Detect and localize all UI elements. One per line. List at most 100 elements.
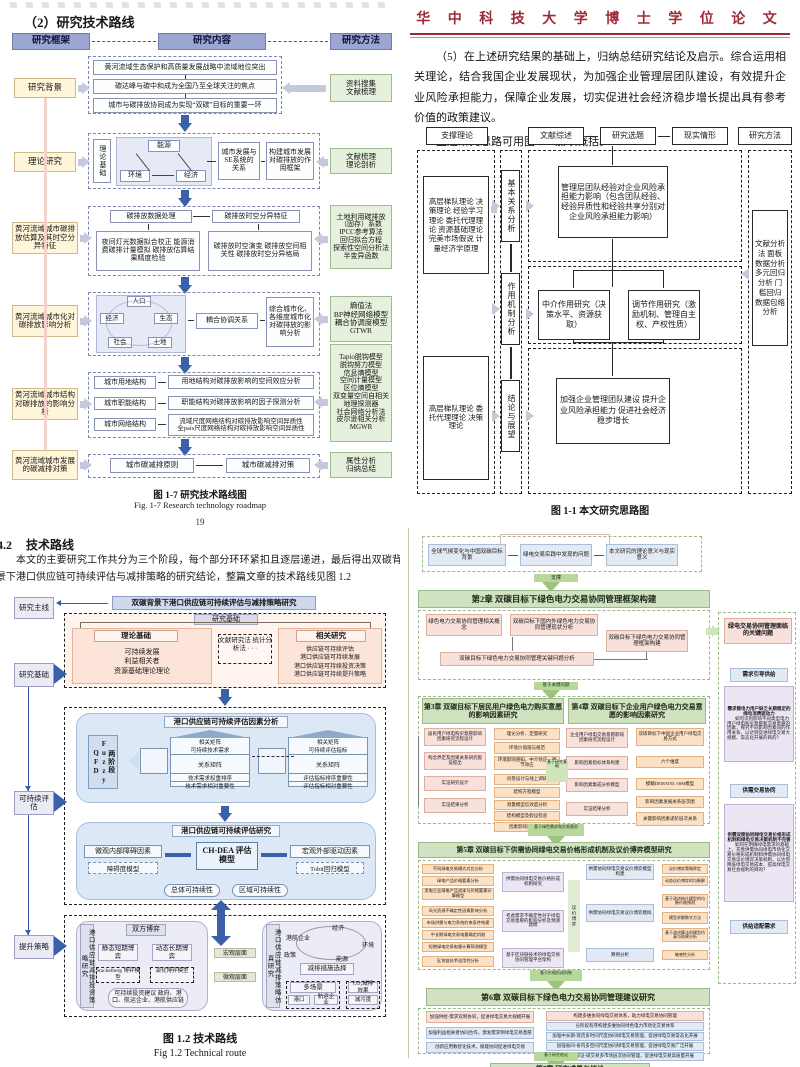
stage5-down-arrow — [178, 447, 192, 456]
side-panel-tag-2: 供需交易协同 — [730, 784, 788, 798]
stage3-down-arrow — [178, 285, 192, 294]
ch3-right-5: 结构方程模型 — [494, 787, 560, 798]
fig11-center-mediation: 中介作用研究（决策水平、资源获取） — [538, 290, 610, 340]
ch5-far-1: 议价博弈策略界定 — [662, 864, 708, 874]
stage4-link-2 — [260, 320, 265, 321]
section-142-heading: .4.2 技术路线 — [0, 536, 74, 554]
side-panel-item-1: 需求侧电力用户缺乏长期稳定的绿电消费驱动力 如何识别影响不同类型电力用户绿电购买… — [724, 686, 794, 762]
fig17-caption-en: Fig. 1-7 Research technology roadmap — [134, 500, 266, 510]
stage6-m2: 归纳总结 — [346, 464, 376, 473]
green-top-link-1 — [508, 555, 518, 556]
stage5-in-bar — [80, 401, 86, 408]
stageC-right-center: 减排措施选择 — [300, 963, 354, 975]
green-top-group — [422, 536, 702, 572]
stageB-panel1-header: 港口供应链可持续评估因素分析 — [164, 716, 288, 728]
ch3-spine — [418, 736, 419, 806]
stage6-link — [196, 465, 223, 466]
stage1-arrow-1 — [185, 75, 186, 79]
rail-line-1 — [28, 687, 29, 791]
stage5-result-3: 流域尺度网络结构对碳排放影响空间异质性 全país尺度网络结构对碳排放影响空间异… — [168, 414, 314, 436]
fig11-center-down-2 — [612, 342, 613, 376]
fig11-top-topic: 研究选题 — [600, 127, 656, 145]
ch4-title-bar: 第4章 双碳目标下企业用户绿色电力交易意愿的影响因素研究 — [568, 698, 706, 724]
header-research-content: 研究内容 — [158, 33, 266, 50]
ch6-right-2: 分阶段有序构建多维协同绿色电力市场化交易体系 — [546, 1022, 704, 1031]
stageC-scenario-group — [286, 981, 340, 1009]
stage3-item-2: 碳排放时空分异特征 — [212, 210, 300, 223]
green-top-bracket — [500, 534, 610, 544]
stageA-drop-r — [370, 622, 371, 630]
ch3-left-2: 构念界定及因果关系研究假设提出 — [424, 752, 486, 770]
stageC-left-a2: Stackelberg 博弈模型 — [96, 968, 140, 981]
ch5-right-3: 算例分析 — [586, 948, 654, 962]
green-top-box-3: 本文研究的理论意义与现实意义 — [606, 544, 678, 566]
stageB-macro-sub-box — [296, 862, 364, 874]
stageB-arrow-in-r — [261, 853, 287, 857]
stageA-in-arrow — [54, 664, 67, 684]
stageB-mid-arrow — [218, 813, 232, 822]
stage6-method: 属性分析 归纳总结 — [330, 452, 392, 478]
fig11-arrow-1 — [492, 200, 500, 212]
ch2-link-1 — [512, 637, 513, 651]
fig11-center-merge-l — [573, 340, 574, 344]
green-chevron-5-label: 基于研究结论 — [544, 1052, 568, 1057]
stageC-in-arrow — [54, 936, 67, 956]
ch5-left-3: 发电企业绿电产品成本与价格要素计算模型 — [422, 888, 494, 900]
ch2-item-3: 双碳目标下绿色电力交易协同管理框架构建 — [606, 630, 688, 652]
stageB-mid-stem — [221, 806, 229, 814]
stage1-method-bar — [290, 85, 326, 92]
stage2-theory-base: 理论基础 — [93, 139, 111, 183]
side-panel-in-arrow — [712, 625, 720, 637]
fig11-spine-3: 结论与展望 — [501, 380, 520, 452]
stage4-in-arrow — [84, 315, 92, 327]
stageA-down-stem — [221, 689, 229, 698]
fig12-stageA-header: 研究基础 — [194, 614, 258, 625]
page-number: 19 — [195, 517, 205, 527]
side-panel-item-2-title: 供需双侧协同绿电交易价格形成机制和绿电交易决策机制不完善 — [727, 832, 791, 843]
stage6-in-bar — [80, 462, 86, 469]
stage5-down-stem — [181, 439, 189, 448]
stageC-left-a: 静态短期博弈 — [98, 944, 138, 961]
header-research-method: 研究方法 — [330, 33, 392, 50]
ch5-title-bar: 第5章 双碳目标下供需协同绿电交易价格形成机制及议价博弈模型研究 — [418, 842, 710, 858]
fig11-right-methods: 文献分析法 面板数据分析 多元回归分析 门槛回归 数据包络分析 — [752, 210, 788, 346]
stageC-double-stem — [217, 908, 225, 938]
ch6-right-1: 构建多维协同绿电交易体系，助力绿电交易协同管理 — [546, 1011, 704, 1021]
stageC-left-top: 双方博弈 — [126, 924, 166, 936]
stage4-coupling: 耦合协调关系 — [196, 313, 258, 329]
stage2-in-bar — [78, 159, 84, 166]
stageA-right-items: 供应链可持续评估 港口供应链可持续发展 港口供应链可持续投资决策 港口供应链可持… — [280, 646, 380, 680]
stage6-method-arrow — [314, 459, 322, 471]
header-connector-1 — [92, 41, 156, 42]
ch5-vert-label-text: 议价博弈 — [572, 905, 577, 927]
ch2-link-2 — [646, 652, 647, 660]
stage4-link-1 — [188, 320, 194, 321]
fig11-arrow-2 — [526, 200, 534, 212]
stageB-house1-foot1: 技术需求权重排序 — [170, 773, 250, 782]
fig12-stageC-group — [64, 915, 386, 1017]
ch5-far-5: 基于改进算法的模型仿真与结果分析 — [662, 928, 708, 942]
stage6-label: 黄河流域城市发展的碳减排对策 — [12, 450, 78, 480]
fig11-center-conclusion: 加强企业管理团队建设 提升企业风险承担能力 促进社会经济稳步增长 — [556, 378, 670, 444]
ch3-right-6: 测量模型信效度分析 — [494, 800, 560, 810]
stageA-right-item4: 港口供应链可持续提升策略 — [293, 672, 366, 679]
section-142-num: .4.2 — [0, 538, 12, 552]
stage6-measure: 城市碳减排对策 — [226, 458, 310, 473]
stage1-in-arrow — [82, 82, 90, 94]
ch5-right-1: 供需协同绿电交易议价博弈模型构建 — [586, 864, 654, 880]
green-chevron-1-point — [542, 582, 560, 592]
ch4-right-3: 模糊DEMATEL-ISM模型 — [636, 778, 704, 790]
ch2-item-4: 双碳目标下绿色电力交易协同管理关键问题分析 — [440, 652, 594, 666]
side-panel-item-2: 供需双侧协同绿电交易价格形成机制和绿电交易决策机制不完善 如何在明确绿电需求的基… — [724, 804, 794, 902]
ch5-group — [418, 860, 710, 970]
stageB-house2-top: 相关矩阵 — [316, 740, 339, 746]
fig11-center-split-l — [573, 270, 574, 288]
fig11-arrow-4 — [526, 308, 534, 320]
stage3-item-1: 碳排放数据处理 — [110, 210, 192, 223]
stage3-in-arrow — [84, 232, 92, 244]
stageC-loop-circle — [296, 926, 366, 960]
fig11-spine-1: 基本关系分析 — [501, 170, 520, 242]
stage2-environment: 环境 — [120, 170, 150, 182]
ch3-right-3: 环境影响感知、中介效应、调节效应 — [494, 756, 560, 770]
